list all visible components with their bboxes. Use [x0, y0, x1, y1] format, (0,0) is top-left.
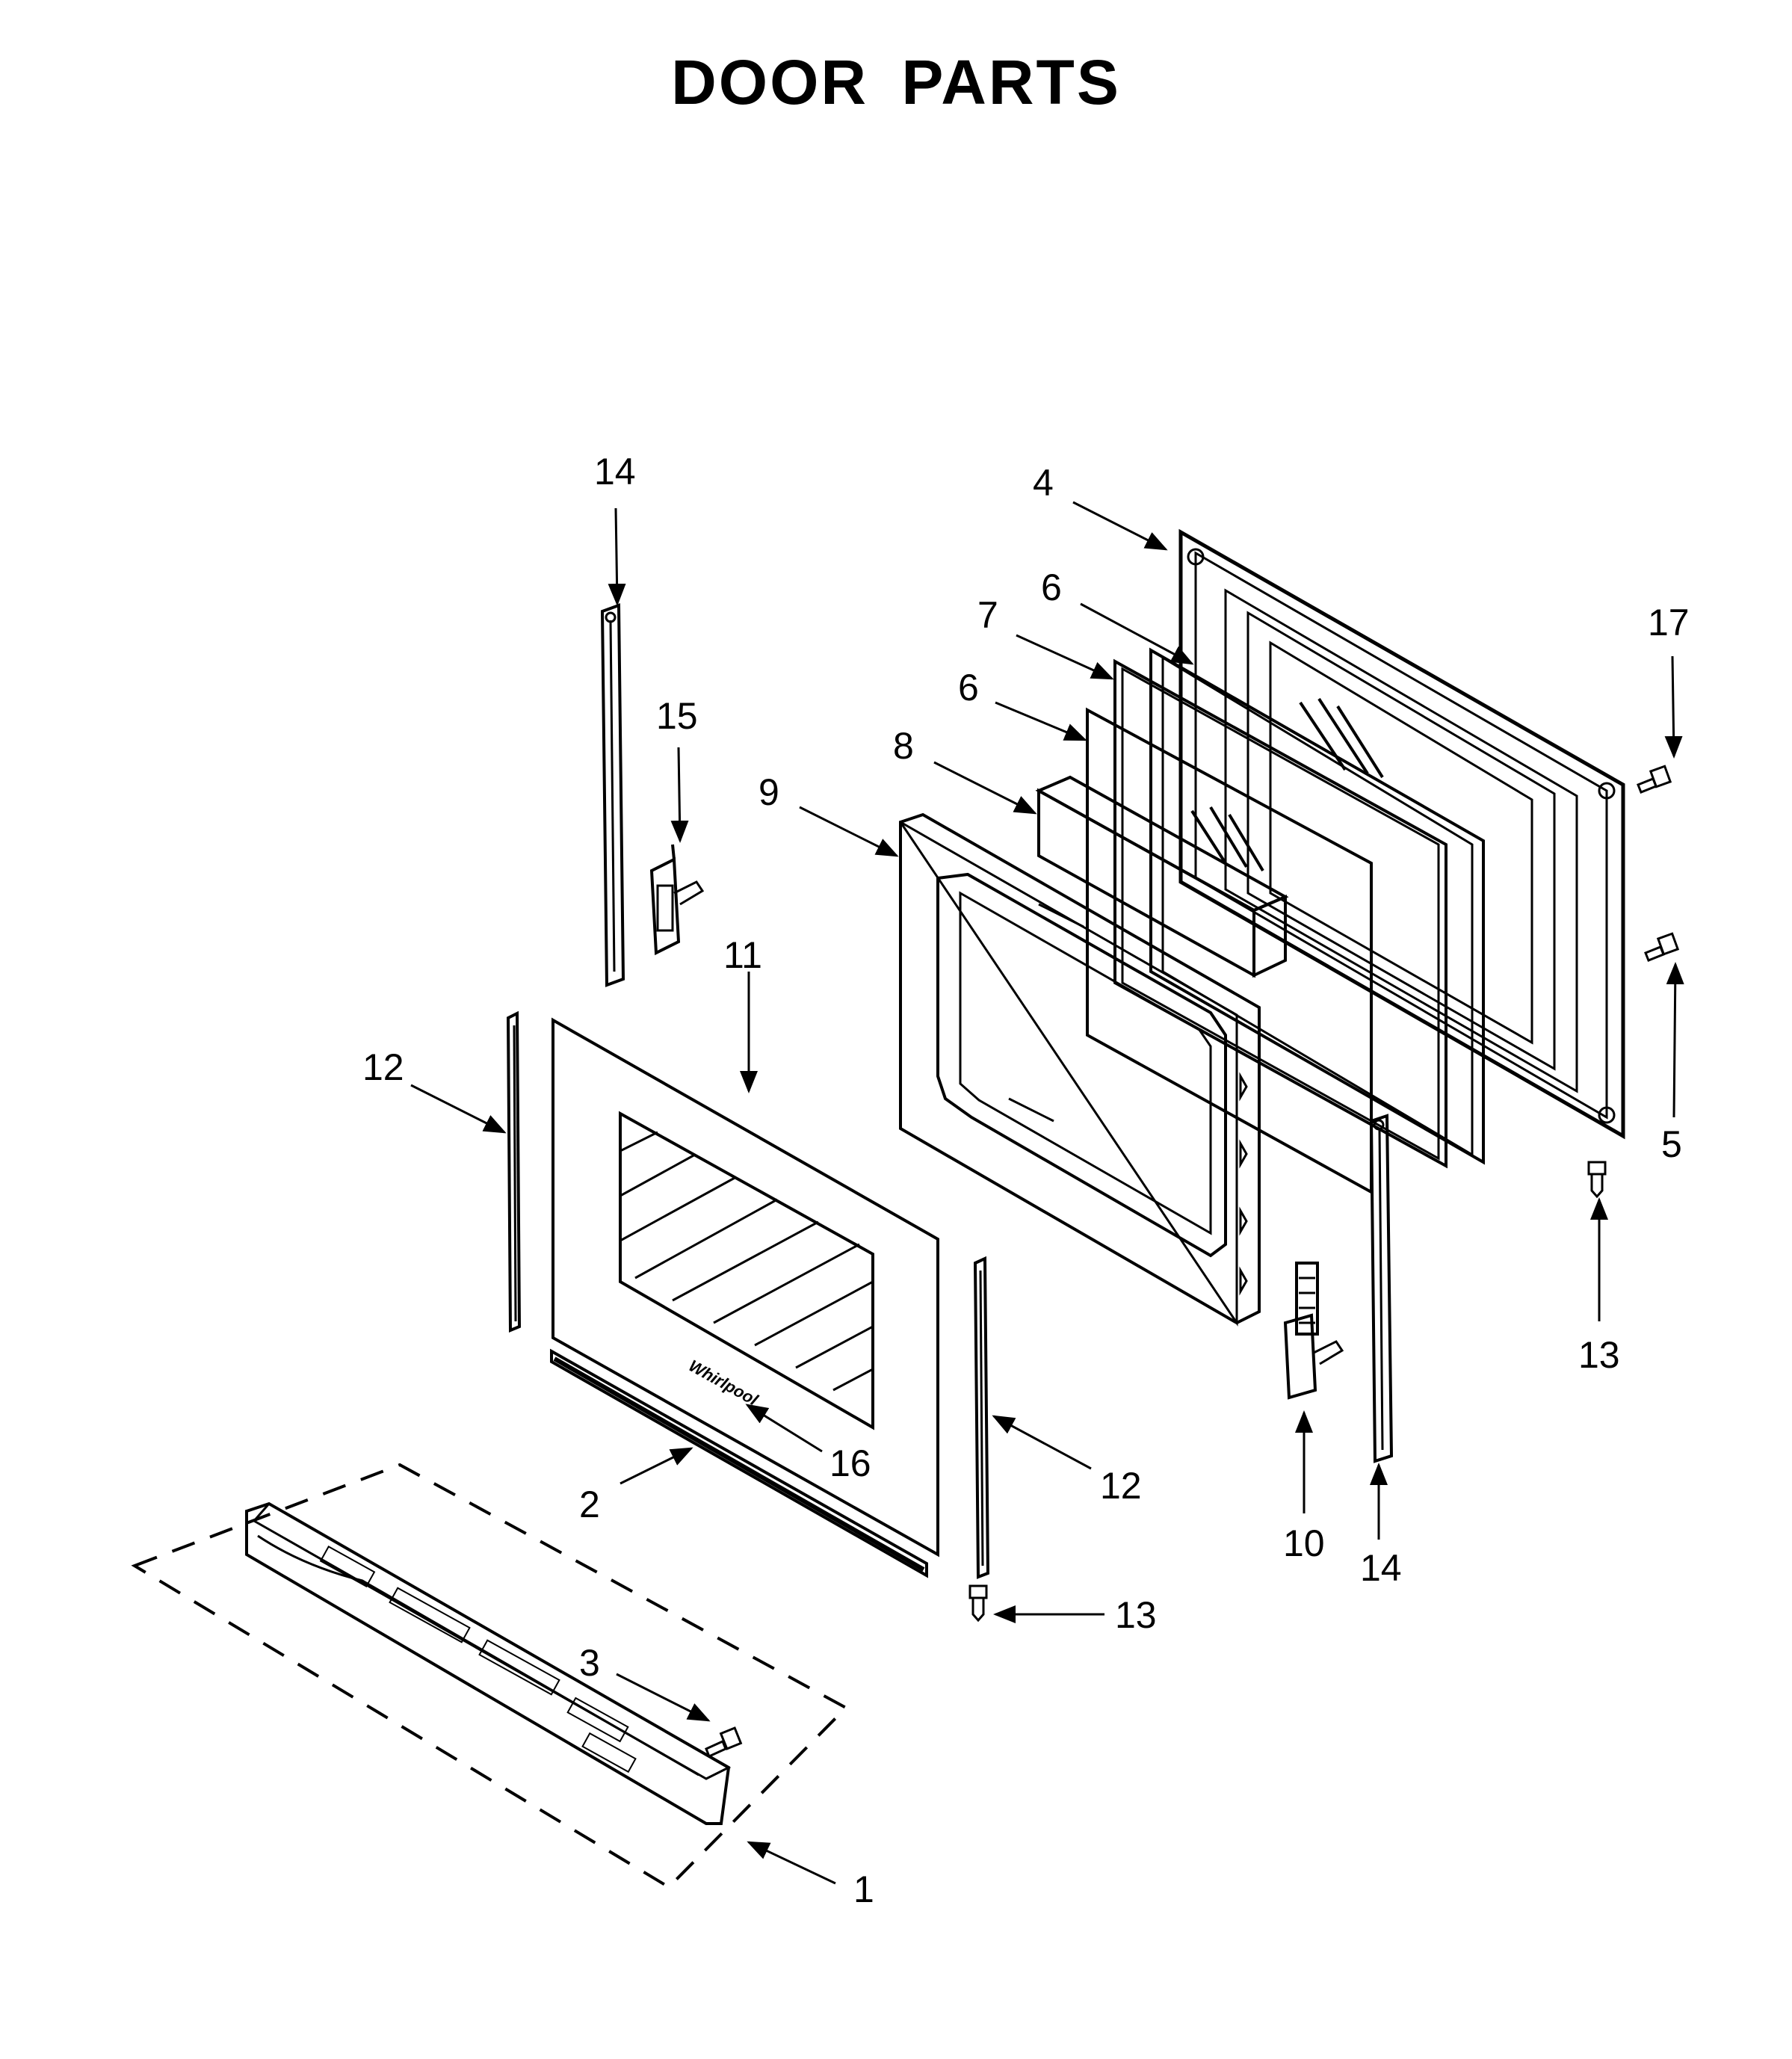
outer-door-panel [1178, 528, 1625, 1140]
inner-door-liner [899, 812, 1261, 1327]
callout-label: 7 [977, 594, 998, 636]
callout-label: 14 [1360, 1547, 1402, 1589]
screw-5 [1644, 932, 1680, 962]
callout-label: 6 [1041, 567, 1062, 608]
glass-reflection [1190, 697, 1384, 872]
vent-slots [319, 1546, 637, 1774]
callout-label: 12 [1100, 1465, 1142, 1507]
hinge-channel-left [600, 603, 625, 987]
callout-label: 13 [1578, 1334, 1620, 1376]
callout-label: 12 [362, 1046, 404, 1088]
insulation-block [1035, 775, 1289, 978]
callout-leaders [410, 501, 1684, 1885]
callout-label: 9 [758, 771, 779, 813]
callout-label: 3 [579, 1642, 600, 1684]
window-hatching [620, 1131, 874, 1392]
callout-label: 6 [958, 667, 979, 709]
outer-door-glass: Whirlpool [551, 1017, 939, 1558]
door-handle-trim [131, 1463, 849, 1889]
bottom-trim-strip [550, 1348, 928, 1578]
glass-pack [1086, 647, 1485, 1195]
callout-label: 11 [723, 934, 762, 976]
callout-labels: 1 2 3 4 5 6 6 7 8 9 10 11 12 12 13 13 13… [362, 451, 1690, 1910]
callout-label: 13 [1115, 1594, 1157, 1636]
screw-13-center [968, 1584, 988, 1623]
hinge-right [1283, 1262, 1344, 1400]
callout-label: 8 [893, 725, 914, 767]
screw-3 [705, 1726, 743, 1759]
callout-label: 4 [1033, 462, 1054, 504]
hinge-channel-right [1369, 1114, 1394, 1463]
hinge-left [649, 844, 705, 956]
callout-label: 15 [656, 695, 698, 737]
brand-mark: Whirlpool [686, 1356, 762, 1410]
callout-label: 16 [829, 1442, 871, 1484]
callout-label: 14 [594, 451, 636, 493]
screw-17 [1637, 765, 1672, 794]
callout-label: 17 [1648, 602, 1690, 643]
callout-label: 5 [1661, 1123, 1682, 1165]
page-title: DOOR PARTS [671, 47, 1121, 117]
screw-13-right [1587, 1161, 1607, 1199]
callout-label: 1 [853, 1868, 874, 1910]
callout-label: 2 [579, 1484, 600, 1525]
side-trim-right [973, 1256, 990, 1579]
callout-label: 10 [1283, 1522, 1325, 1564]
side-trim-left [506, 1010, 522, 1333]
